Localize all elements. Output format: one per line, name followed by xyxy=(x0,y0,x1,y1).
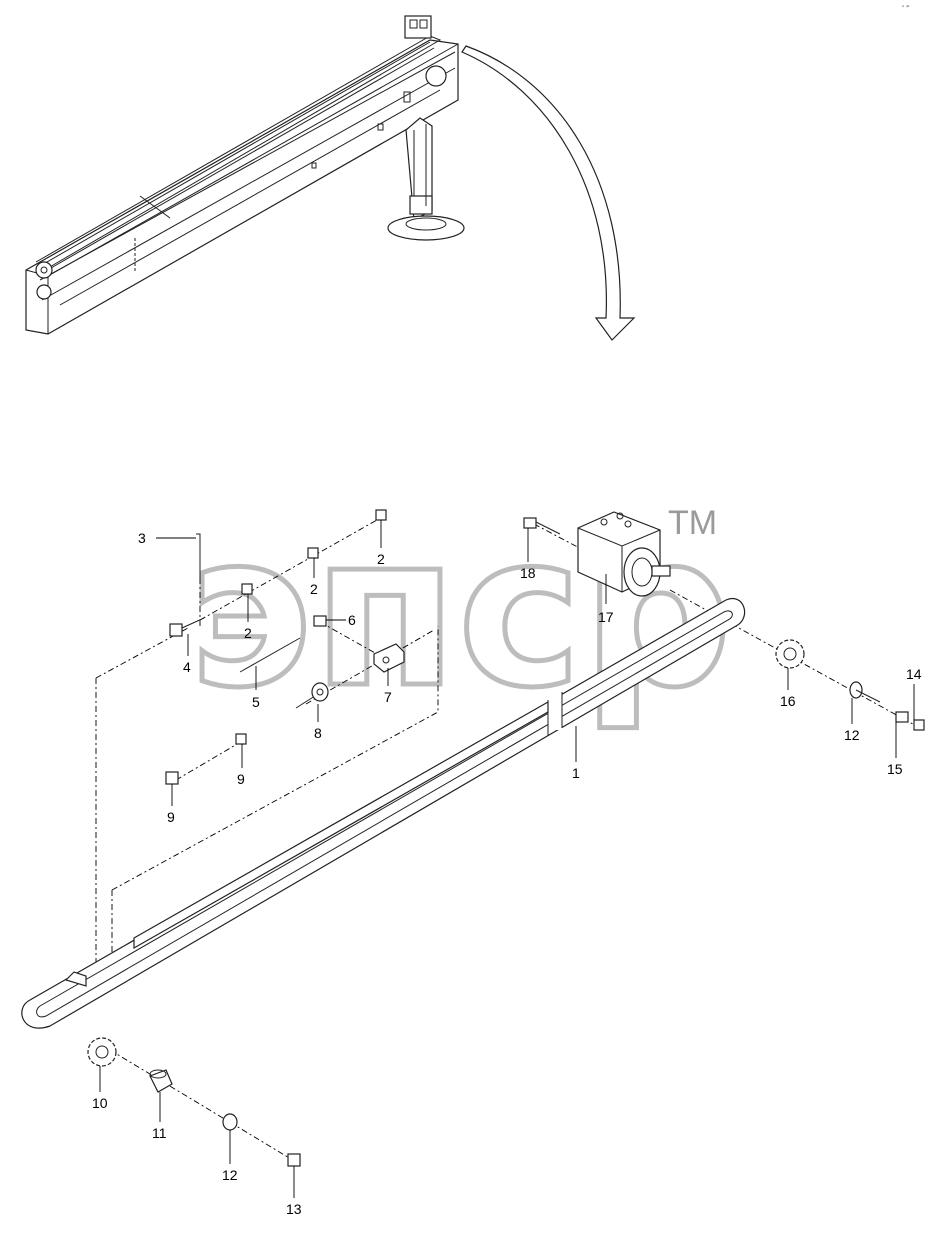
part-1-chain xyxy=(21,597,746,1029)
part-7-bracket xyxy=(373,643,405,673)
callout-11: 11 xyxy=(152,1125,167,1141)
callout-14: 14 xyxy=(906,666,922,682)
part-2-nut-a xyxy=(375,509,387,521)
part-15-bolt xyxy=(895,711,909,723)
part-14-screw xyxy=(913,719,925,731)
callout-7: 7 xyxy=(384,689,392,705)
part-9-nut-b xyxy=(165,771,179,785)
callout-1: 1 xyxy=(572,765,580,781)
callout-6: 6 xyxy=(348,612,356,628)
callout-3: 3 xyxy=(138,530,146,546)
callout-5: 5 xyxy=(252,694,260,710)
callout-2: 2 xyxy=(310,581,318,597)
callout-18: 18 xyxy=(520,565,536,581)
part-18-bolt xyxy=(523,517,561,535)
leader-lines xyxy=(99,520,915,1198)
callout-10: 10 xyxy=(92,1095,108,1111)
direction-arrow-icon xyxy=(461,45,636,341)
callout-12: 12 xyxy=(844,727,860,743)
part-12-washer-left xyxy=(222,1113,238,1131)
part-11-bushing xyxy=(149,1069,173,1093)
part-12-washer-right xyxy=(849,681,881,703)
callout-8: 8 xyxy=(314,725,322,741)
callout-13: 13 xyxy=(286,1201,302,1217)
svg-text:TM: TM xyxy=(668,504,717,542)
corner-mark: ″ ‵‴ xyxy=(902,5,910,12)
part-2-nut-c xyxy=(241,583,253,595)
part-8-eye-bolt xyxy=(295,682,329,709)
part-10-sprocket-icon xyxy=(87,1037,117,1067)
callout-2: 2 xyxy=(244,625,252,641)
part-3-pin xyxy=(196,533,201,578)
callout-12: 12 xyxy=(222,1167,238,1183)
part-6-bolt xyxy=(313,615,327,627)
part-9-nut-a xyxy=(235,733,247,745)
part-16-sprocket-icon xyxy=(775,639,805,669)
callout-labels: 3 2 2 2 6 4 5 7 8 9 9 18 17 16 14 12 15 … xyxy=(92,530,922,1217)
callout-15: 15 xyxy=(887,761,903,777)
part-2-nut-b xyxy=(307,547,319,559)
part-4-tensioner-rod xyxy=(169,617,205,637)
part-17-hydraulic-motor xyxy=(577,511,671,597)
callout-9: 9 xyxy=(167,809,175,825)
callout-16: 16 xyxy=(780,693,796,709)
part-5-wire xyxy=(239,637,301,673)
part-13-bolt xyxy=(287,1153,301,1167)
callout-17: 17 xyxy=(598,609,614,625)
boom-assembly-overview xyxy=(25,15,465,335)
callout-4: 4 xyxy=(183,659,191,675)
callout-2: 2 xyxy=(377,551,385,567)
callout-9: 9 xyxy=(237,771,245,787)
